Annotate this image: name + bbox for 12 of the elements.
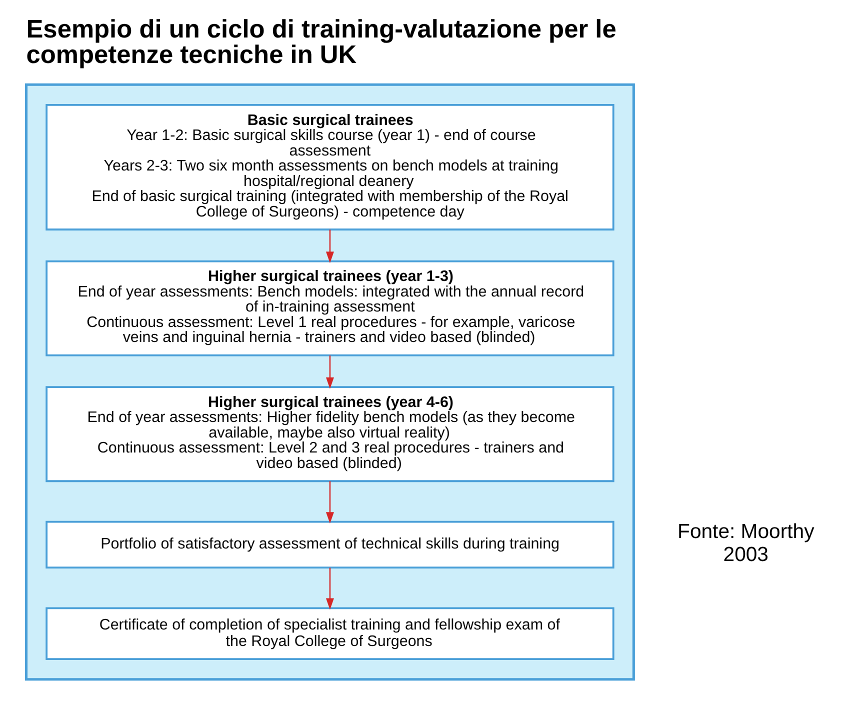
arrow	[326, 568, 334, 610]
arrow	[326, 481, 334, 524]
cluster	[24, 83, 635, 681]
node-box: Higher surgical trainees (year 4-6) End of year assessments: Higher fidelity bench models (as they become available, maybe also virtual reality) Continuous assessment: Level 2 and 3 real procedures - trainers and video based (blinded)	[46, 386, 614, 482]
node-box: Basic surgical trainees Year 1-2: Basic surgical skills course (year 1) - end of course assessment Years 2-3: Two six month assessments on bench models at training hospital/regional deanery End of basic surgical training (integrated with membership of the Royal College of Surgeons) - competence day	[46, 104, 614, 230]
arrow	[326, 355, 334, 389]
arrow	[326, 230, 334, 264]
node-box: Portfolio of satisfactory assessment of technical skills during training	[46, 520, 614, 568]
diagram-title: Esempio di un ciclo di training-valutazione per le competenze tecniche in UK	[26, 16, 616, 70]
node-box: Higher surgical trainees (year 1-3) End of year assessments: Bench models: integrated with the annual record of in-training assessment Continuous assessment: Level 1 real procedures - for example, varicose veins and inguinal hernia - trainers and video based (blinded)	[46, 260, 614, 356]
label: Fonte: Moorthy 2003	[678, 521, 814, 566]
node-box: Certificate of completion of specialist training and fellowship exam of the Royal College of Surgeons	[46, 607, 614, 660]
